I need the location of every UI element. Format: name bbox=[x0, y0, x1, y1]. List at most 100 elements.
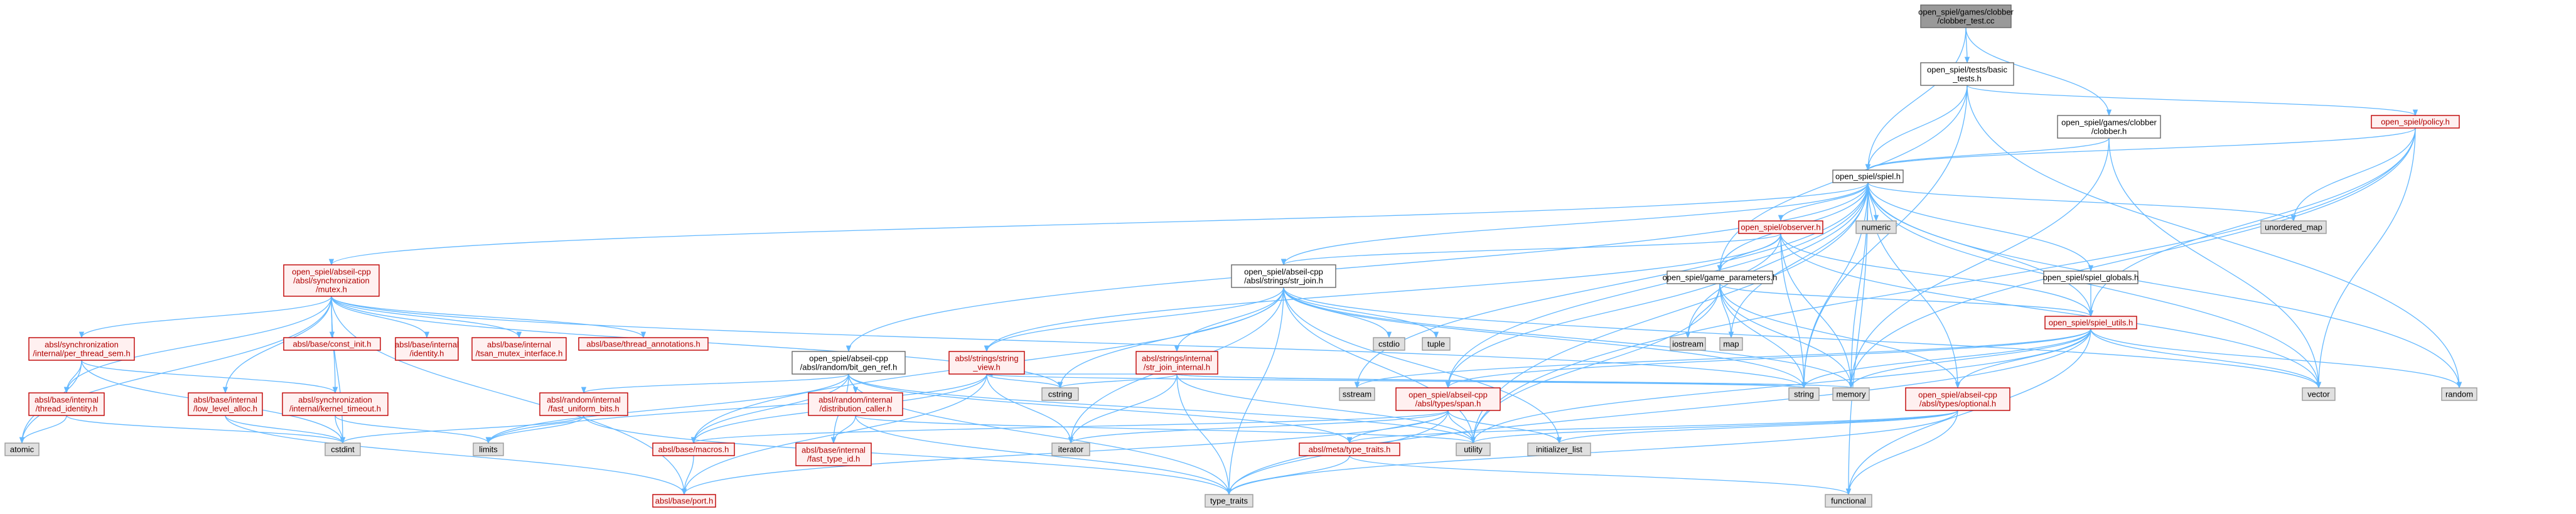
node-label: absl/base/internal bbox=[35, 395, 99, 405]
edge-spiel_h-to-random bbox=[1867, 182, 2462, 389]
node-string-view[interactable]: absl/strings/string_view.h bbox=[948, 351, 1025, 375]
dependency-edges bbox=[19, 27, 2462, 496]
node-basic-tests[interactable]: open_spiel/tests/basic_tests.h bbox=[1920, 62, 2014, 86]
edge-str_join_h-to-utility bbox=[1283, 287, 1476, 444]
edge-str_join_h-to-vector bbox=[1283, 287, 2321, 389]
node-spiel-globals[interactable]: open_spiel/spiel_globals.h bbox=[2043, 270, 2139, 284]
edge-policy_h-to-vector bbox=[2316, 127, 2416, 389]
node-memory: memory bbox=[1832, 387, 1870, 401]
node-label: tuple bbox=[1427, 340, 1445, 349]
node-observer-h[interactable]: open_spiel/observer.h bbox=[1738, 220, 1823, 234]
node-string: string bbox=[1788, 387, 1820, 401]
node-macros-h[interactable]: absl/base/macros.h bbox=[652, 442, 735, 456]
node-bit-gen-ref[interactable]: open_spiel/abseil-cpp/absl/random/bit_ge… bbox=[792, 351, 906, 375]
node-optional-h[interactable]: open_spiel/abseil-cpp/absl/types/optiona… bbox=[1905, 387, 2010, 411]
node-unordered-map: unordered_map bbox=[2260, 220, 2327, 234]
node-label: /identity.h bbox=[410, 349, 444, 358]
node-tsan-mutex[interactable]: absl/base/internal/tsan_mutex_interface.… bbox=[471, 337, 567, 361]
node-per-thread-sem[interactable]: absl/synchronization/internal/per_thread… bbox=[28, 337, 135, 361]
edge-spiel_h-to-bit_gen_ref bbox=[845, 182, 1869, 353]
node-box bbox=[808, 392, 903, 416]
edge-fast_uniform_bits-to-cstdint bbox=[340, 415, 584, 444]
node-port-h[interactable]: absl/base/port.h bbox=[652, 494, 716, 508]
node-label: /fast_type_id.h bbox=[807, 454, 861, 464]
edge-string_view-to-iterator bbox=[986, 373, 1074, 444]
node-label: absl/base/internal bbox=[395, 340, 459, 350]
node-type-traits: type_traits bbox=[1205, 494, 1253, 508]
node-box bbox=[1373, 337, 1405, 351]
edge-spiel_utils-to-vector bbox=[2090, 328, 2322, 389]
node-box bbox=[2302, 387, 2336, 401]
edge-str_join_h-to-cstring bbox=[1057, 287, 1284, 389]
edge-basic_tests-to-spiel_h bbox=[1865, 85, 1968, 171]
edge-string_view-to-limits bbox=[485, 373, 987, 444]
node-const-init[interactable]: absl/base/const_init.h bbox=[283, 337, 381, 351]
node-iostream: iostream bbox=[1670, 337, 1706, 351]
node-label: open_spiel/abseil-cpp bbox=[809, 354, 888, 363]
node-str-join-h[interactable]: open_spiel/abseil-cpp/absl/strings/str_j… bbox=[1231, 264, 1336, 288]
edge-spiel_utils-to-string bbox=[1801, 328, 2091, 389]
node-box bbox=[1719, 337, 1743, 351]
node-label: utility bbox=[1464, 445, 1483, 454]
edge-spiel_utils-to-sstream bbox=[1355, 328, 2091, 389]
edge-spiel_h-to-spiel_utils bbox=[1867, 182, 2094, 318]
node-label: absl/random/internal bbox=[547, 395, 621, 405]
edge-spiel_h-to-optional_h bbox=[1867, 182, 1961, 389]
edge-game_params-to-optional_h bbox=[1719, 283, 1961, 389]
edge-bit_gen_ref-to-meta_type_traits bbox=[848, 373, 1353, 444]
node-spiel-h[interactable]: open_spiel/spiel.h bbox=[1832, 169, 1904, 183]
node-spiel-utils[interactable]: open_spiel/spiel_utils.h bbox=[2044, 316, 2137, 329]
node-root[interactable]: open_spiel/games/clobber/clobber_test.cc bbox=[1918, 4, 2014, 28]
node-box bbox=[1135, 351, 1218, 375]
node-identity-h[interactable]: absl/base/internal/identity.h bbox=[395, 337, 459, 361]
node-label: /absl/strings/str_join.h bbox=[1244, 276, 1323, 286]
node-label: /clobber.h bbox=[2091, 127, 2127, 136]
node-label: open_spiel/policy.h bbox=[2381, 117, 2450, 127]
node-label: absl/base/internal bbox=[487, 340, 551, 350]
node-policy-h[interactable]: open_spiel/policy.h bbox=[2371, 115, 2460, 129]
node-thread-annot[interactable]: absl/base/thread_annotations.h bbox=[578, 337, 709, 351]
node-label: functional bbox=[1831, 496, 1866, 506]
node-label: open_spiel/spiel_utils.h bbox=[2049, 318, 2133, 328]
edge-str_join_internal-to-cstring bbox=[1057, 373, 1178, 389]
node-label: absl/meta/type_traits.h bbox=[1309, 445, 1391, 454]
node-utility: utility bbox=[1456, 442, 1491, 456]
node-span-h[interactable]: open_spiel/abseil-cpp/absl/types/span.h bbox=[1395, 387, 1501, 411]
node-box bbox=[471, 337, 567, 361]
node-kernel-timeout[interactable]: absl/synchronization/internal/kernel_tim… bbox=[282, 392, 389, 416]
node-label: absl/synchronization bbox=[298, 395, 372, 405]
node-mutex-h[interactable]: open_spiel/abseil-cpp/absl/synchronizati… bbox=[283, 264, 380, 297]
node-label: random bbox=[2445, 390, 2473, 399]
edge-span_h-to-initializer_list bbox=[1447, 410, 1562, 444]
node-map: map bbox=[1719, 337, 1743, 351]
node-low-level-alloc[interactable]: absl/base/internal/low_level_alloc.h bbox=[188, 392, 263, 416]
node-functional: functional bbox=[1825, 494, 1872, 508]
node-box bbox=[2057, 115, 2161, 139]
node-fast-uniform-bits[interactable]: absl/random/internal/fast_uniform_bits.h bbox=[539, 392, 628, 416]
node-label: absl/synchronization bbox=[45, 340, 119, 350]
node-fast-type-id[interactable]: absl/base/internal/fast_type_id.h bbox=[795, 442, 872, 466]
node-meta-type-traits[interactable]: absl/meta/type_traits.h bbox=[1299, 442, 1400, 456]
node-label: initializer_list bbox=[1536, 445, 1582, 454]
node-thread-identity[interactable]: absl/base/internal/thread_identity.h bbox=[28, 392, 105, 416]
edge-spiel_utils-to-random bbox=[2090, 328, 2462, 389]
node-label: /tsan_mutex_interface.h bbox=[476, 349, 563, 358]
node-distribution-caller[interactable]: absl/random/internal/distribution_caller… bbox=[808, 392, 903, 416]
node-box bbox=[652, 494, 716, 508]
node-label: limits bbox=[479, 445, 498, 454]
edge-spiel_utils-to-span_h bbox=[1446, 328, 2091, 389]
node-game-params[interactable]: open_spiel/game_parameters.h bbox=[1663, 270, 1778, 284]
edge-optional_h-to-initializer_list bbox=[1557, 410, 1958, 444]
node-label: unordered_map bbox=[2265, 223, 2322, 232]
node-str-join-internal[interactable]: absl/strings/internal/str_join_internal.… bbox=[1135, 351, 1218, 375]
edge-str_join_internal-to-utility bbox=[1176, 373, 1476, 444]
node-label: sstream bbox=[1343, 390, 1371, 399]
edge-game_params-to-memory bbox=[1719, 283, 1854, 389]
edge-spiel_h-to-iostream bbox=[1685, 182, 1869, 339]
node-label: open_spiel/spiel.h bbox=[1835, 172, 1901, 181]
edge-spiel_h-to-observer_h bbox=[1778, 182, 1869, 222]
edge-meta_type_traits-to-type_traits bbox=[1226, 455, 1350, 496]
node-clobber-h[interactable]: open_spiel/games/clobber/clobber.h bbox=[2057, 115, 2161, 139]
edge-mutex_h-to-string bbox=[331, 296, 1806, 389]
node-box bbox=[283, 337, 381, 351]
